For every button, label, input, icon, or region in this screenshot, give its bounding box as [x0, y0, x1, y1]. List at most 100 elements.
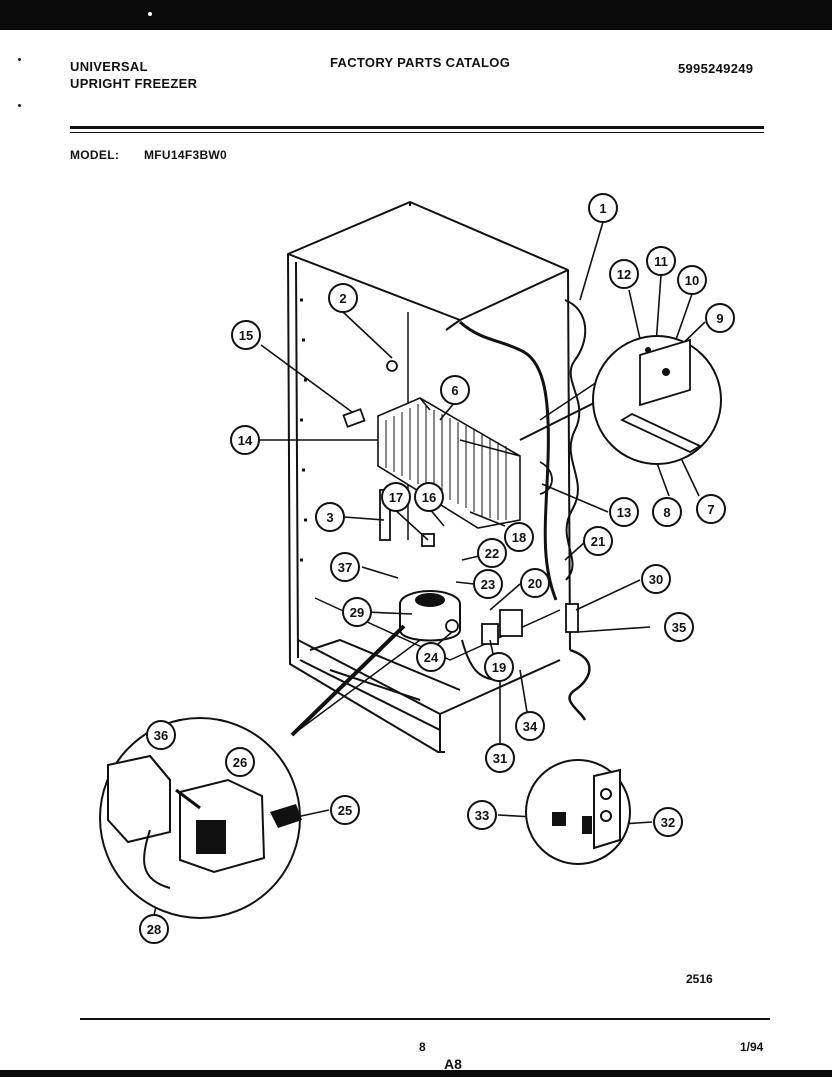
scan-speck — [148, 12, 152, 16]
callout-29: 29 — [342, 597, 372, 627]
callout-circle — [652, 497, 682, 527]
figure-code: 2516 — [686, 972, 713, 986]
callout-25: 25 — [330, 795, 360, 825]
callout-circle — [609, 497, 639, 527]
callout-3: 3 — [315, 502, 345, 532]
callout-circle — [677, 265, 707, 295]
callout-10: 10 — [677, 265, 707, 295]
callout-circle — [653, 807, 683, 837]
detail-inset-compressor-electrical — [99, 717, 302, 919]
callout-30: 30 — [641, 564, 671, 594]
callout-2: 2 — [328, 283, 358, 313]
callout-37: 37 — [330, 552, 360, 582]
catalog-number: 5995249249 — [678, 61, 754, 76]
callout-20: 20 — [520, 568, 550, 598]
callout-34: 34 — [515, 711, 545, 741]
callout-number: 36 — [154, 728, 168, 743]
callout-number: 23 — [481, 577, 495, 592]
callout-number: 25 — [338, 803, 352, 818]
callout-circle — [477, 538, 507, 568]
callout-35: 35 — [664, 612, 694, 642]
callout-circle — [330, 552, 360, 582]
callout-33: 33 — [467, 800, 497, 830]
footer-rule — [80, 1018, 770, 1020]
model-label: MODEL: — [70, 148, 120, 162]
page-number: 8 — [419, 1040, 426, 1054]
callout-circle — [342, 597, 372, 627]
evaporator-coil — [377, 397, 521, 529]
catalog-title: FACTORY PARTS CATALOG — [330, 55, 511, 70]
callout-11: 11 — [646, 246, 676, 276]
callout-circle — [315, 502, 345, 532]
callout-31: 31 — [485, 743, 515, 773]
callout-number: 31 — [493, 751, 507, 766]
product-name: UPRIGHT FREEZER — [70, 76, 198, 91]
callout-number: 33 — [475, 808, 489, 823]
callout-23: 23 — [473, 569, 503, 599]
callout-number: 8 — [663, 505, 670, 520]
callout-number: 29 — [350, 605, 364, 620]
callout-circle — [139, 914, 169, 944]
top-scan-bar — [0, 0, 832, 30]
callout-13: 13 — [609, 497, 639, 527]
callout-group: 1236789101112131415161718192021222324252… — [139, 193, 735, 944]
freezer-cabinet — [287, 201, 571, 753]
callout-8: 8 — [652, 497, 682, 527]
callout-circle — [588, 193, 618, 223]
callout-circle — [520, 568, 550, 598]
callout-number: 19 — [492, 660, 506, 675]
callout-number: 16 — [422, 490, 436, 505]
callout-number: 7 — [707, 502, 714, 517]
callout-1: 1 — [588, 193, 618, 223]
callout-circle — [230, 425, 260, 455]
callout-19: 19 — [484, 652, 514, 682]
callout-circle — [609, 259, 639, 289]
model-value: MFU14F3BW0 — [144, 148, 228, 162]
callout-number: 3 — [326, 510, 333, 525]
callout-circle — [473, 569, 503, 599]
small-components — [342, 360, 579, 645]
callout-circle — [146, 720, 176, 750]
callout-number: 35 — [672, 620, 686, 635]
callout-32: 32 — [653, 807, 683, 837]
callout-number: 9 — [716, 311, 723, 326]
callout-circle — [467, 800, 497, 830]
callout-circle — [330, 795, 360, 825]
callout-7: 7 — [696, 494, 726, 524]
callout-circle — [231, 320, 261, 350]
callout-number: 6 — [451, 383, 458, 398]
callout-22: 22 — [477, 538, 507, 568]
callout-circle — [515, 711, 545, 741]
callout-18: 18 — [504, 522, 534, 552]
callout-circle — [504, 522, 534, 552]
callout-36: 36 — [146, 720, 176, 750]
callout-9: 9 — [705, 303, 735, 333]
callout-24: 24 — [416, 642, 446, 672]
callout-21: 21 — [583, 526, 613, 556]
zoom-connectors — [290, 379, 601, 737]
callout-number: 2 — [339, 291, 346, 306]
bottom-scan-bar — [0, 1070, 832, 1077]
callout-number: 14 — [238, 433, 253, 448]
callout-number: 15 — [239, 328, 253, 343]
callout-number: 34 — [523, 719, 538, 734]
callout-circle — [664, 612, 694, 642]
callout-14: 14 — [230, 425, 260, 455]
callout-number: 17 — [389, 490, 403, 505]
callout-circle — [416, 642, 446, 672]
callout-number: 20 — [528, 576, 542, 591]
callout-28: 28 — [139, 914, 169, 944]
callout-number: 13 — [617, 505, 631, 520]
header-rule-thin — [70, 132, 764, 133]
callout-number: 18 — [512, 530, 526, 545]
callout-circle — [440, 375, 470, 405]
header-rule-thick — [70, 126, 764, 129]
callout-circle — [485, 743, 515, 773]
callout-number: 12 — [617, 267, 631, 282]
callout-number: 37 — [338, 560, 352, 575]
callout-circle — [328, 283, 358, 313]
callout-26: 26 — [225, 747, 255, 777]
callout-number: 28 — [147, 922, 161, 937]
callout-circle — [381, 482, 411, 512]
